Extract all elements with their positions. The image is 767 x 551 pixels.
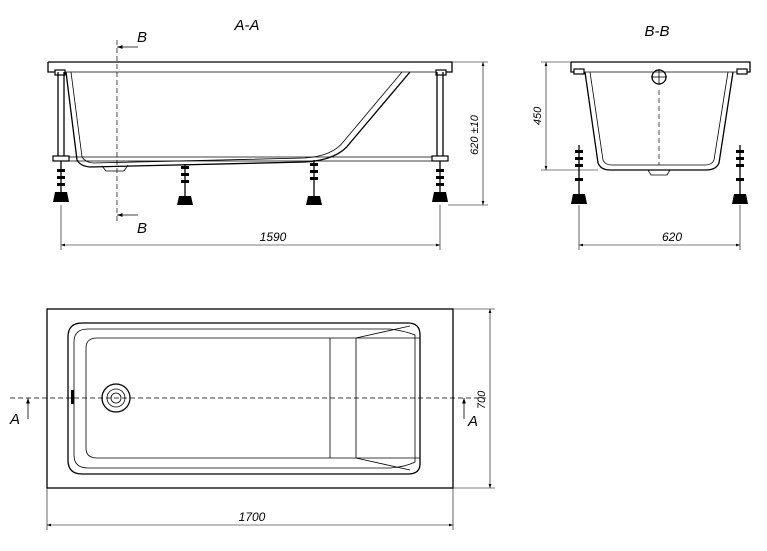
end-rim-clip-right [736, 68, 748, 75]
backrest-slope-lines [355, 325, 420, 471]
section-aa-view: A-A [47, 17, 488, 250]
plan-floor [85, 337, 357, 459]
section-aa-title: A-A [233, 17, 259, 34]
tub-body-outline [65, 71, 411, 168]
drain-bump [101, 164, 129, 172]
end-foot-right [732, 145, 748, 204]
dim-side-height: 620 ±10 [469, 114, 481, 155]
end-rim-clip-left [573, 68, 585, 75]
overflow-symbol [651, 69, 667, 85]
adjustable-foot-1 [52, 155, 70, 202]
section-bb-title: B-B [644, 23, 669, 40]
rim-clip-left [54, 69, 66, 76]
dim-end-height: 450 [532, 106, 544, 125]
cut-label-b-top: B [137, 29, 147, 46]
plan-view: A A 1700 700 [9, 308, 495, 530]
section-bb-view: B-B 450 620 [532, 23, 751, 250]
cut-label-a-right: A [467, 413, 478, 430]
dim-plan-width: 700 [476, 390, 488, 409]
cut-label-a-left: A [9, 411, 20, 428]
overflow-marker [71, 390, 74, 404]
plan-basin-inner [73, 328, 416, 469]
adjustable-foot-2 [177, 164, 193, 205]
dim-side-frame-length: 1590 [260, 230, 287, 244]
tub-body-inner [70, 71, 403, 164]
dim-end-width: 620 [662, 230, 682, 244]
adjustable-foot-3 [306, 160, 322, 205]
end-drain-bump [647, 169, 671, 176]
dim-plan-length: 1700 [239, 510, 266, 524]
end-foot-left [571, 145, 587, 204]
rim-clip-right [435, 69, 447, 76]
plan-outer-rim [46, 308, 454, 489]
cut-label-b-bottom: B [137, 220, 147, 237]
end-body-inner [589, 71, 729, 166]
plan-basin-outer [67, 322, 421, 475]
end-body-outline [584, 71, 734, 171]
tub-rim [47, 61, 453, 73]
adjustable-foot-4 [431, 155, 449, 202]
